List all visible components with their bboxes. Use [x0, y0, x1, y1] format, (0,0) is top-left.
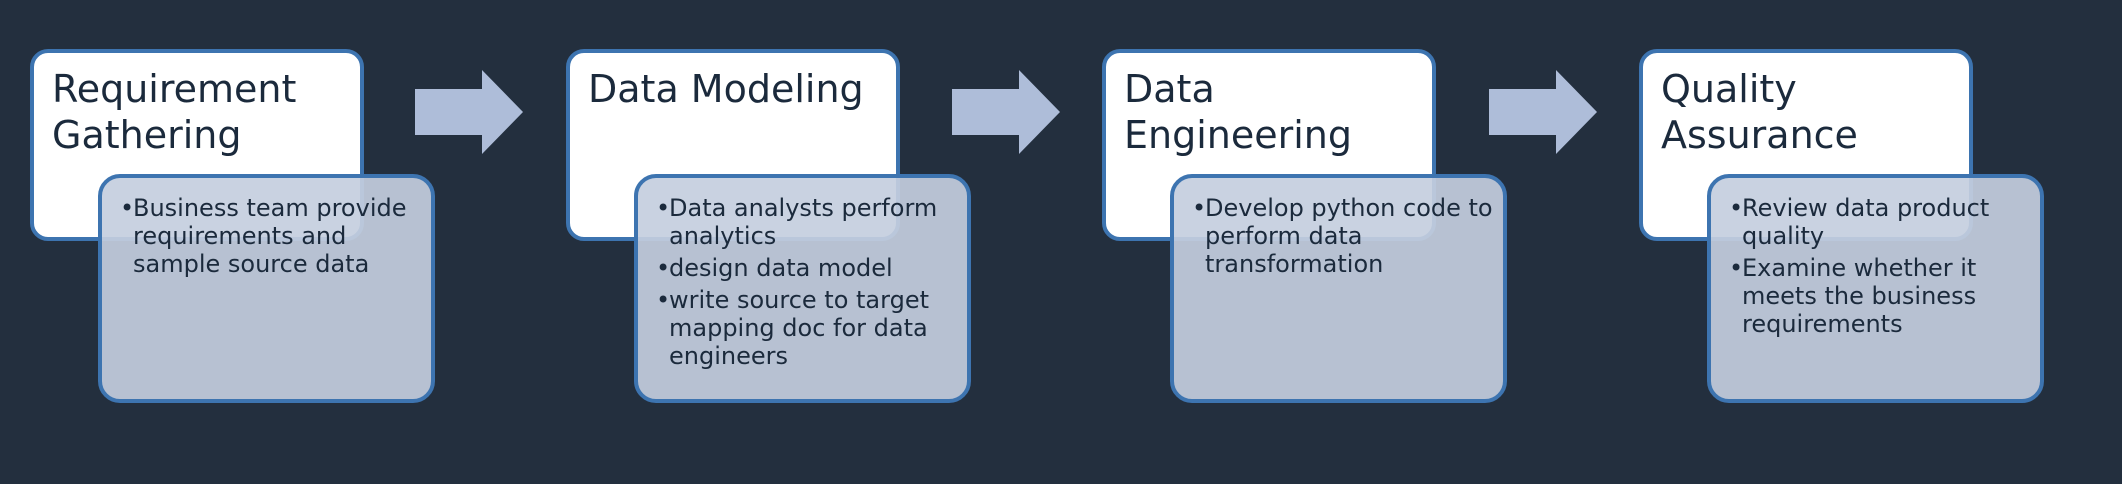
stage-detail-box	[1707, 174, 2044, 403]
bullet-dot-icon: •	[656, 194, 671, 222]
bullet-dot-icon: •	[1192, 194, 1207, 222]
right-arrow-icon	[952, 70, 1060, 154]
stage-bullet: •design data model	[656, 254, 893, 282]
stage-bullet: •write source to target mapping doc for …	[656, 286, 929, 370]
right-arrow-icon	[415, 70, 523, 154]
bullet-dot-icon: •	[1729, 254, 1744, 282]
stage-bullet: •Examine whether it meets the business r…	[1729, 254, 1977, 338]
stage-detail-box	[1170, 174, 1507, 403]
stage-bullet-list: •Develop python code to perform data tra…	[1192, 194, 1498, 282]
stage-bullet: •Data analysts perform analytics	[656, 194, 938, 250]
stage-title: Requirement Gathering	[52, 67, 297, 157]
bullet-dot-icon: •	[656, 286, 671, 314]
stage-data-engineering: Data Engineering •Develop python code to…	[1072, 0, 1608, 484]
stage-bullet: •Business team provide requirements and …	[120, 194, 407, 278]
stage-bullet-list: •Review data product quality •Examine wh…	[1729, 194, 2035, 342]
stage-bullet-list: •Data analysts perform analytics •design…	[656, 194, 962, 374]
stage-quality-assurance: Quality Assurance •Review data product q…	[1609, 0, 2122, 484]
bullet-dot-icon: •	[1729, 194, 1744, 222]
stage-data-modeling: Data Modeling •Data analysts perform ana…	[536, 0, 1072, 484]
stage-title: Quality Assurance	[1661, 67, 1858, 157]
bullet-dot-icon: •	[120, 194, 135, 222]
stage-title: Data Engineering	[1124, 67, 1352, 157]
bullet-dot-icon: •	[656, 254, 671, 282]
stage-title: Data Modeling	[588, 67, 864, 111]
stage-bullet-list: •Business team provide requirements and …	[120, 194, 426, 282]
stage-bullet: •Review data product quality	[1729, 194, 1990, 250]
stage-detail-box	[98, 174, 435, 403]
stage-detail-box	[634, 174, 971, 403]
stage-bullet: •Develop python code to perform data tra…	[1192, 194, 1493, 278]
stage-requirement-gathering: Requirement Gathering •Business team pro…	[0, 0, 536, 484]
right-arrow-icon	[1489, 70, 1597, 154]
